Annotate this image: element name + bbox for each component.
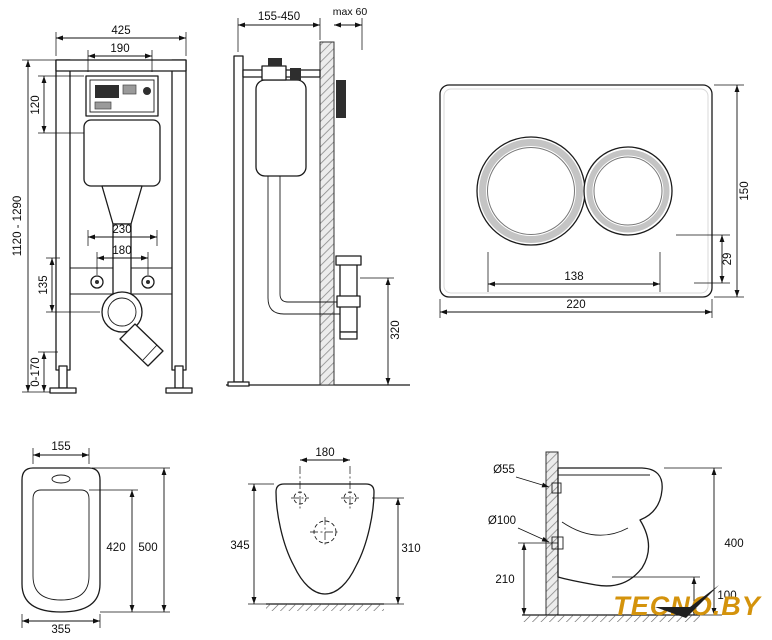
bowl-seat-outline: [32, 489, 90, 601]
dim-label-210: 210: [495, 574, 514, 586]
wall-section: [545, 451, 559, 616]
frame-upright: [233, 55, 244, 383]
valve-detail-2: [94, 101, 112, 110]
valve-detail: [122, 84, 137, 95]
dim-label-max60: max 60: [333, 6, 368, 18]
watermark-logo: TECNO.BY: [613, 585, 763, 621]
dim-label-180b: 180: [315, 447, 334, 459]
inlet-pipe: [551, 482, 562, 494]
fixing-stud-right-center: [146, 280, 150, 284]
leader-line-d55: [515, 476, 550, 488]
dim-label-420: 420: [106, 542, 125, 554]
bowl-front-view: 180 345 310: [230, 447, 421, 611]
frame-right-foot: [165, 387, 193, 394]
cistern-button-cutout: [51, 474, 71, 484]
dim-label-100: 100: [717, 590, 736, 602]
dim-label-220: 220: [566, 299, 585, 311]
leader-line-d100: [517, 527, 550, 543]
dim-label-345: 345: [230, 540, 249, 552]
outlet-spout-cap: [142, 344, 158, 361]
fill-valve-unit: [95, 85, 119, 98]
frame-left-foot: [49, 387, 77, 394]
dim-label-400: 400: [724, 538, 743, 550]
dim-label-height: 1120 - 1290: [12, 196, 24, 257]
flush-pipe-taper: [101, 185, 143, 225]
frame-top-bar: [55, 59, 187, 72]
dim-label-138: 138: [564, 271, 583, 283]
bowl-inner-curve: [561, 521, 629, 536]
valve-knob: [143, 87, 151, 95]
flush-plate-inner-edge: [443, 88, 709, 294]
bowl-side-outline: [557, 467, 663, 587]
small-flush-button-ring: [586, 149, 670, 233]
dim-label-depth: 155-450: [258, 11, 300, 23]
flush-bend-outer: [267, 176, 320, 315]
frame-right-leg: [174, 365, 184, 389]
dim-label-29: 29: [722, 253, 734, 266]
dim-label-320: 320: [390, 320, 402, 339]
dim-label-500: 500: [138, 542, 157, 554]
wall-unit: [336, 80, 346, 118]
valve-cap: [268, 58, 282, 66]
frame-front-view: 425 190 120 1120 - 1290 230 180 135 0-17…: [12, 25, 193, 394]
frame-side-view: 155-450 max 60 320: [226, 6, 410, 387]
drain-stub-flange: [335, 255, 362, 266]
drain-stub-coupling: [336, 295, 361, 308]
dim-label-230: 230: [112, 224, 131, 236]
dim-label-feet: 0-170: [30, 357, 42, 386]
bowl-top-view: 155 420 500 355: [21, 441, 170, 636]
control-box-inner: [89, 79, 155, 113]
dim-label-425: 425: [111, 25, 130, 37]
flush-bend-inner: [279, 176, 320, 303]
frame-base: [227, 381, 250, 387]
bowl-outer-outline: [21, 467, 101, 613]
dim-label-310: 310: [401, 543, 420, 555]
wall-section: [319, 41, 335, 386]
small-flush-button: [593, 156, 663, 226]
dim-label-355: 355: [51, 624, 70, 636]
ground-hatch: [266, 604, 384, 611]
dim-label-155: 155: [51, 441, 70, 453]
brand-text: TECNO.BY: [613, 591, 763, 621]
valve-block: [290, 68, 301, 80]
brand-swoosh: [655, 585, 719, 618]
cistern-side: [255, 79, 307, 177]
ground-hatch: [522, 615, 700, 622]
dim-label-180: 180: [112, 245, 131, 257]
bowl-side-view: Ø55 Ø100 210 400 100: [488, 451, 744, 622]
dim-label-d100: Ø100: [488, 515, 516, 527]
dim-label-d55: Ø55: [493, 464, 515, 476]
frame-right-rail: [171, 59, 187, 371]
fill-valve-side: [261, 65, 287, 81]
frame-left-rail: [55, 59, 71, 371]
big-flush-button: [487, 147, 575, 235]
dim-label-120: 120: [30, 95, 42, 114]
cistern-front: [83, 119, 161, 187]
dim-label-135: 135: [38, 275, 50, 294]
fixing-stud-left-center: [95, 280, 99, 284]
frame-left-leg: [58, 365, 68, 389]
flush-plate-view: 150 29 138 220: [439, 84, 751, 318]
drain-stub-cap: [339, 331, 358, 340]
drain-socket-inner: [107, 297, 137, 327]
dim-label-150: 150: [739, 181, 751, 200]
big-flush-button-ring: [479, 139, 583, 243]
outlet-spout: [119, 323, 164, 367]
dim-label-190: 190: [110, 43, 129, 55]
